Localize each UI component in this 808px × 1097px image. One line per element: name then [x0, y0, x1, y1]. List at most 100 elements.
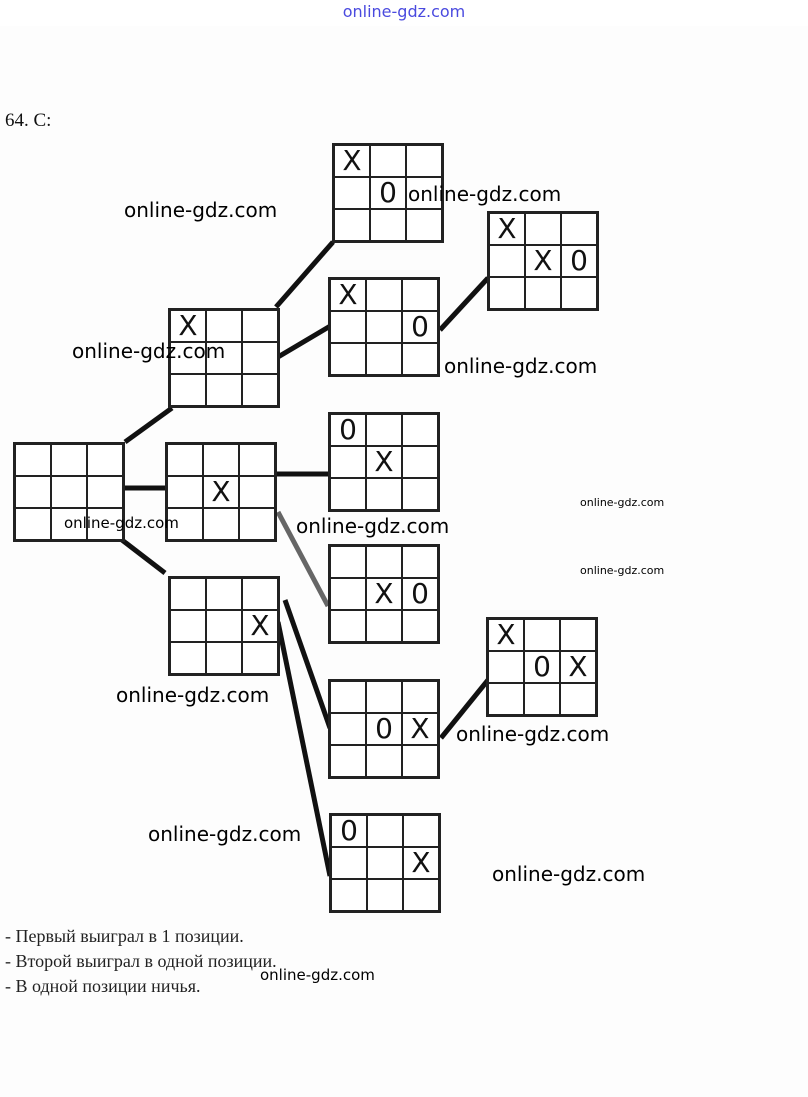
cell-empty	[366, 745, 402, 777]
cell-empty	[402, 279, 438, 311]
cell-empty	[330, 713, 366, 745]
cell-empty	[242, 342, 278, 374]
cell-o: 0	[370, 177, 406, 209]
cell-empty	[330, 681, 366, 713]
cell-empty	[87, 444, 123, 476]
cell-empty	[402, 414, 438, 446]
cell-x: X	[403, 847, 439, 879]
cell-empty	[525, 213, 561, 245]
cell-empty	[15, 476, 51, 508]
cell-empty	[561, 213, 597, 245]
cell-empty	[406, 177, 442, 209]
cell-empty	[330, 478, 366, 510]
cell-o: 0	[402, 578, 438, 610]
watermark: online-gdz.com	[456, 722, 610, 746]
cell-empty	[206, 342, 242, 374]
cell-empty	[87, 476, 123, 508]
cell-x: X	[488, 619, 524, 651]
cell-empty	[206, 610, 242, 642]
cell-x: X	[489, 213, 525, 245]
cell-x: X	[366, 446, 402, 478]
cell-empty	[402, 343, 438, 375]
watermark: online-gdz.com	[296, 514, 450, 538]
cell-empty	[331, 847, 367, 879]
cell-empty	[366, 681, 402, 713]
cell-empty	[170, 578, 206, 610]
cell-empty	[330, 578, 366, 610]
cell-empty	[331, 879, 367, 911]
edge-root-b1	[123, 405, 174, 445]
cell-x: X	[525, 245, 561, 277]
edge-b9-b10	[439, 678, 490, 740]
cell-empty	[203, 508, 239, 540]
watermark: online-gdz.com	[72, 339, 226, 363]
cell-empty	[560, 619, 596, 651]
cell-empty	[330, 546, 366, 578]
cell-empty	[167, 508, 203, 540]
cell-empty	[561, 277, 597, 309]
board-b1: X	[168, 308, 280, 408]
note-first-wins: - Первый выиграл в 1 позиции.	[5, 926, 244, 946]
cell-empty	[403, 815, 439, 847]
watermark: online-gdz.com	[408, 182, 562, 206]
cell-empty	[330, 343, 366, 375]
cell-empty	[406, 145, 442, 177]
cell-x: X	[242, 610, 278, 642]
problem-title: 64. С:	[5, 110, 52, 131]
cell-empty	[167, 444, 203, 476]
cell-x: X	[560, 651, 596, 683]
cell-o: 0	[366, 713, 402, 745]
note-second-wins: - Второй выиграл в одной позиции.	[5, 951, 277, 971]
watermark: online-gdz.com	[116, 683, 270, 707]
cell-empty	[402, 745, 438, 777]
cell-o: 0	[330, 414, 366, 446]
edge-b3-b9	[282, 599, 333, 729]
cell-empty	[370, 209, 406, 241]
cell-empty	[489, 277, 525, 309]
cell-empty	[524, 619, 560, 651]
cell-empty	[488, 651, 524, 683]
edge-b5-b6	[438, 276, 490, 332]
cell-empty	[15, 508, 51, 540]
cell-o: 0	[402, 311, 438, 343]
cell-o: 0	[524, 651, 560, 683]
cell-empty	[87, 508, 123, 540]
board-root	[13, 442, 125, 542]
cell-empty	[170, 642, 206, 674]
cell-empty	[402, 610, 438, 642]
cell-empty	[15, 444, 51, 476]
cell-empty	[367, 879, 403, 911]
cell-empty	[167, 476, 203, 508]
cell-empty	[51, 444, 87, 476]
cell-empty	[402, 446, 438, 478]
cell-empty	[406, 209, 442, 241]
watermark: online-gdz.com	[580, 564, 665, 577]
cell-empty	[170, 342, 206, 374]
cell-o: 0	[561, 245, 597, 277]
cell-empty	[239, 444, 275, 476]
edge-b2-b8	[275, 510, 331, 608]
watermark: online-gdz.com	[124, 198, 278, 222]
edge-b1-b4	[274, 240, 335, 309]
header-watermark: online-gdz.com	[0, 0, 808, 26]
cell-empty	[402, 478, 438, 510]
note-draw: - В одной позиции ничья.	[5, 976, 201, 996]
cell-empty	[370, 145, 406, 177]
cell-empty	[170, 374, 206, 406]
cell-empty	[366, 414, 402, 446]
cell-empty	[402, 681, 438, 713]
cell-empty	[242, 578, 278, 610]
cell-empty	[366, 279, 402, 311]
cell-empty	[560, 683, 596, 715]
board-b2: X	[165, 442, 277, 542]
cell-empty	[239, 508, 275, 540]
cell-empty	[51, 476, 87, 508]
conclusions: - Первый выиграл в 1 позиции. - Второй в…	[5, 924, 277, 999]
